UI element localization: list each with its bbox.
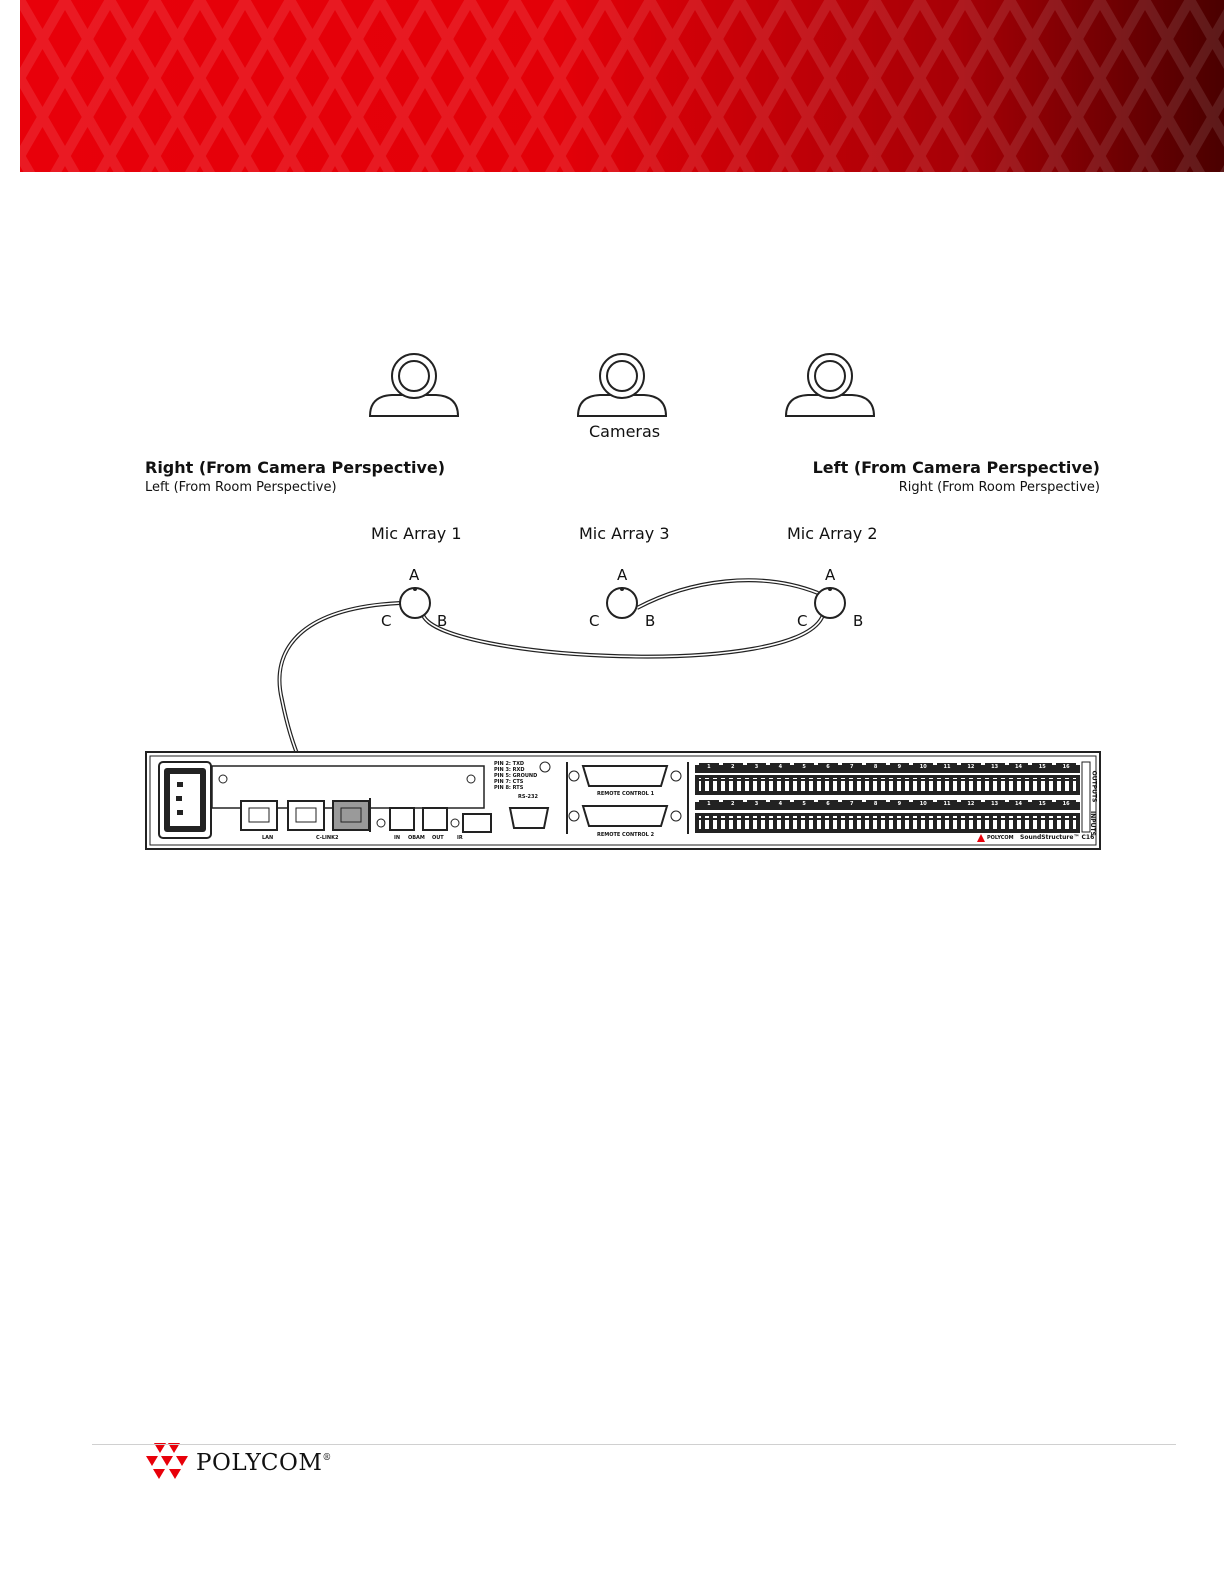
mic1-port-b: B <box>437 612 448 630</box>
registered-mark: ® <box>322 1453 332 1463</box>
pin-legend-2: PIN 3: RXD <box>494 767 525 773</box>
channel-number: 1 <box>699 800 719 808</box>
remote-control-2-label: REMOTE CONTROL 2 <box>597 832 655 838</box>
channel-number: 8 <box>865 763 886 771</box>
camera-icon <box>784 353 876 417</box>
perspective-left-camera: Left (From Camera Perspective) <box>812 458 1100 477</box>
remote-control-1-port <box>568 765 682 787</box>
pin-legend-4: PIN 7: CTS <box>494 779 524 785</box>
channel-number: 10 <box>913 763 934 771</box>
mic-array-3 <box>606 587 638 619</box>
channel-number: 1 <box>699 763 719 771</box>
mic3-port-a: A <box>617 566 628 584</box>
channel-number: 14 <box>1008 763 1029 771</box>
device-model-label: SoundStructure™ C16 <box>1020 834 1095 841</box>
camera-icon <box>576 353 668 417</box>
channel-number: 12 <box>960 800 981 808</box>
channel-number: 15 <box>1032 763 1053 771</box>
camera-icon <box>368 353 460 417</box>
mic3-port-c: C <box>589 612 600 630</box>
power-inlet-icon <box>158 761 212 839</box>
channel-number: 9 <box>889 800 910 808</box>
obam-in-label: IN <box>394 835 401 841</box>
remote-control-1-label: REMOTE CONTROL 1 <box>597 791 655 797</box>
cameras-caption: Cameras <box>589 422 661 441</box>
mic1-port-a: A <box>409 566 420 584</box>
cable-mic2-to-mic3 <box>636 578 819 610</box>
channel-number: 6 <box>818 763 838 771</box>
remote-control-2-port <box>568 805 682 827</box>
channel-number: 13 <box>984 800 1005 808</box>
lan-port-icon <box>240 800 278 831</box>
header-banner <box>20 0 1224 172</box>
channel-number: 16 <box>1056 800 1076 808</box>
mic-array-1 <box>399 587 431 619</box>
channel-number: 13 <box>984 763 1005 771</box>
perspective-right-room: Right (From Room Perspective) <box>898 480 1100 495</box>
mic-array-2-label: Mic Array 2 <box>787 524 878 543</box>
channel-number: 9 <box>889 763 910 771</box>
channel-number: 5 <box>794 763 815 771</box>
clink2-port-connected-icon <box>332 800 370 831</box>
channel-number: 3 <box>746 800 767 808</box>
footer-divider <box>92 1444 1176 1445</box>
channel-number: 11 <box>937 763 957 771</box>
rs232-label: RS-232 <box>518 794 538 800</box>
channel-number: 14 <box>1008 800 1029 808</box>
channel-number: 5 <box>794 800 815 808</box>
channel-number: 4 <box>770 763 791 771</box>
channel-number: 6 <box>818 800 838 808</box>
obam-out-label: OUT <box>432 835 444 841</box>
mic2-port-c: C <box>797 612 808 630</box>
mic-array-1-label: Mic Array 1 <box>371 524 462 543</box>
outputs-label: OUTPUTS <box>1090 770 1098 803</box>
mic1-port-c: C <box>381 612 392 630</box>
device-brand-label: POLYCOM <box>987 835 1014 841</box>
perspective-right-camera: Right (From Camera Perspective) <box>145 458 446 477</box>
mic3-port-b: B <box>645 612 656 630</box>
pin-legend-1: PIN 2: TXD <box>494 761 525 767</box>
channel-number: 8 <box>865 800 886 808</box>
channel-number: 3 <box>746 763 767 771</box>
clink2-port-icon <box>287 800 325 831</box>
polycom-logo-icon <box>146 1443 188 1479</box>
mic2-port-a: A <box>825 566 836 584</box>
channel-number: 7 <box>841 800 862 808</box>
outputs-terminal-block <box>695 765 1080 795</box>
channel-number: 12 <box>960 763 981 771</box>
cable-mic1-to-mic2 <box>421 613 825 659</box>
pin-legend-5: PIN 8: RTS <box>494 785 524 791</box>
channel-number: 10 <box>913 800 934 808</box>
obam-label: OBAM <box>408 835 425 841</box>
clink2-label: C-LINK2 <box>316 835 339 841</box>
inputs-terminal-block <box>695 802 1080 833</box>
channel-number: 2 <box>722 800 743 808</box>
footer-brand-text: POLYCOM <box>196 1450 323 1476</box>
polycom-small-logo-icon <box>977 834 985 842</box>
channel-number: 7 <box>841 763 862 771</box>
channel-number: 2 <box>722 763 743 771</box>
ir-label: IR <box>457 835 463 841</box>
lan-label: LAN <box>262 835 274 841</box>
mic2-port-b: B <box>853 612 864 630</box>
perspective-left-room: Left (From Room Perspective) <box>145 480 337 495</box>
channel-number: 16 <box>1056 763 1076 771</box>
channel-number: 4 <box>770 800 791 808</box>
mic-array-2 <box>814 587 846 619</box>
pin-legend-3: PIN 5: GROUND <box>494 773 538 779</box>
channel-number: 11 <box>937 800 957 808</box>
channel-number: 15 <box>1032 800 1053 808</box>
footer-brand-wordmark: POLYCOM® <box>196 1450 332 1476</box>
mic-array-3-label: Mic Array 3 <box>579 524 670 543</box>
inputs-label: INPUTS <box>1088 811 1096 836</box>
